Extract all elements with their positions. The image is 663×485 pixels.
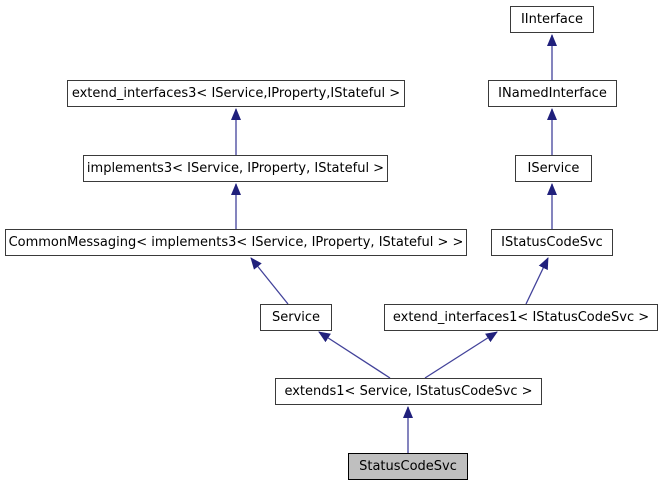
node-iservice[interactable]: IService: [515, 155, 592, 182]
edge-service-to-commonmessaging: [250, 257, 289, 305]
node-extends1[interactable]: extends1< Service, IStatusCodeSvc >: [275, 378, 542, 405]
node-extend-interfaces3[interactable]: extend_interfaces3< IService,IProperty,I…: [67, 80, 405, 107]
edge-extends1-to-extend-interfaces1: [424, 331, 498, 379]
node-inamedinterface[interactable]: INamedInterface: [488, 80, 617, 107]
node-implements3[interactable]: implements3< IService, IProperty, IState…: [83, 155, 388, 182]
edge-extend-interfaces1-to-istatuscodesvc: [525, 257, 549, 305]
node-commonmessaging[interactable]: CommonMessaging< implements3< IService, …: [5, 229, 467, 256]
node-extend-interfaces1[interactable]: extend_interfaces1< IStatusCodeSvc >: [384, 304, 658, 331]
edge-extends1-to-service: [318, 331, 391, 379]
node-statuscodesvc-current: StatusCodeSvc: [348, 453, 468, 480]
node-iinterface[interactable]: IInterface: [510, 6, 594, 33]
node-istatuscodesvc[interactable]: IStatusCodeSvc: [491, 229, 613, 256]
node-service[interactable]: Service: [260, 304, 332, 331]
